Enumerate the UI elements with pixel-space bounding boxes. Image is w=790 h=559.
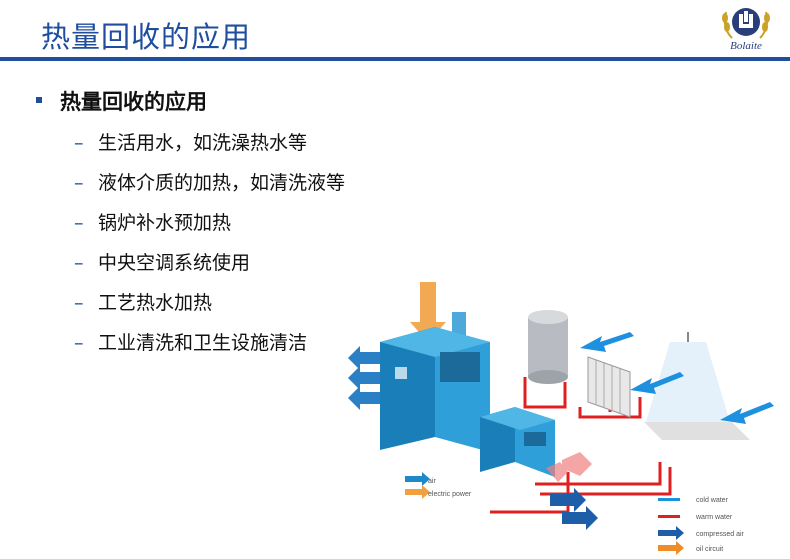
list-item-text: 中央空调系统使用 xyxy=(98,252,251,274)
heat-recovery-unit xyxy=(480,407,555,477)
sub-bullet-list: –生活用水，如洗澡热水等 –液体介质的加热，如清洗液等 –锅炉补水预加热 –中央… xyxy=(74,128,345,368)
legend-electric-arrow-icon xyxy=(405,485,430,499)
heat-output-arrows-icon xyxy=(546,452,592,482)
company-logo: Bolaite xyxy=(708,2,784,56)
shower xyxy=(644,332,750,440)
legend-label: compressed air xyxy=(696,531,745,538)
square-bullet-icon xyxy=(36,97,42,103)
list-item: –锅炉补水预加热 xyxy=(74,212,232,234)
laurel-emblem-icon xyxy=(722,8,770,39)
list-item-text: 锅炉补水预加热 xyxy=(98,212,232,234)
list-item-text: 工业清洗和卫生设施清洁 xyxy=(98,332,308,354)
legend-label: cold water xyxy=(696,497,729,504)
legend-air-arrow-icon xyxy=(405,472,430,486)
legend-label: air xyxy=(428,478,436,485)
legend-label: electric power xyxy=(428,491,472,498)
main-bullet: 热量回收的应用 xyxy=(36,86,207,116)
list-item: –生活用水，如洗澡热水等 xyxy=(74,132,308,154)
list-item-text: 工艺热水加热 xyxy=(98,292,213,314)
list-item: –工艺热水加热 xyxy=(74,292,213,314)
list-item: –中央空调系统使用 xyxy=(74,252,251,274)
list-item-text: 生活用水，如洗澡热水等 xyxy=(98,132,308,154)
main-bullet-text: 热量回收的应用 xyxy=(60,90,207,114)
list-item: –工业清洗和卫生设施清洁 xyxy=(74,332,308,354)
legend-label: oil circuit xyxy=(696,546,723,553)
legend-label: warm water xyxy=(695,514,733,521)
title-divider xyxy=(0,57,790,61)
list-item: –液体介质的加热，如清洗液等 xyxy=(74,172,346,194)
air-outlet-arrows-icon xyxy=(348,346,385,410)
warm-water-pipes xyxy=(490,377,672,514)
legend-right: cold water warm water compressed air oil… xyxy=(658,497,745,555)
radiator xyxy=(587,356,631,418)
air-compressor-large xyxy=(380,327,490,452)
water-tank xyxy=(528,310,568,384)
page-title: 热量回收的应用 xyxy=(41,20,252,54)
logo-wordmark: Bolaite xyxy=(730,40,762,52)
cold-water-arrows-icon xyxy=(580,332,774,424)
legend-left: air electric power xyxy=(405,472,472,499)
list-item-text: 液体介质的加热，如清洗液等 xyxy=(98,172,346,194)
electric-power-arrow-icon xyxy=(410,282,446,342)
cold-air-inlet-arrows-icon xyxy=(550,488,598,530)
heat-recovery-diagram: air electric power cold water warm water… xyxy=(348,282,774,555)
